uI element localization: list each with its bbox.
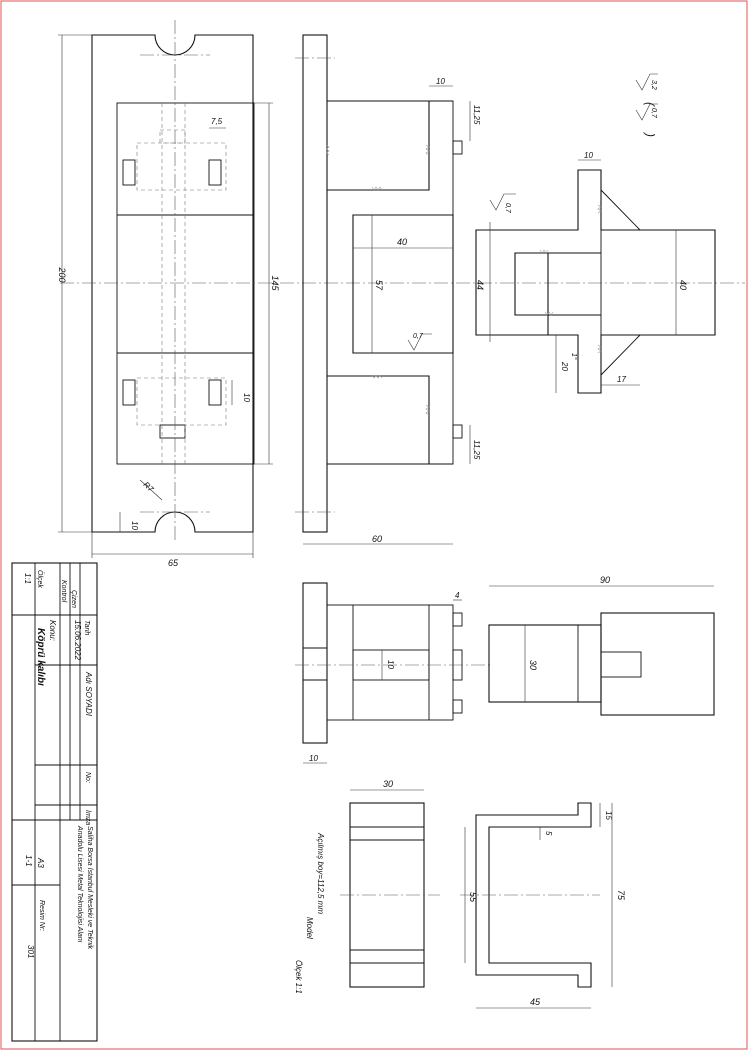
dim-20: 20 bbox=[560, 361, 569, 371]
tb-konu-value: Köprü kalıbı bbox=[35, 628, 46, 686]
dim-90: 90 bbox=[600, 575, 610, 585]
dim-10-top: 10 bbox=[436, 77, 445, 86]
dim-200: 200 bbox=[57, 266, 67, 282]
side-view: 10 11,25 11,25 40 57 0,7 60 bbox=[295, 34, 481, 545]
dim-4: 4 bbox=[455, 591, 460, 600]
dim-30-bottom: 30 bbox=[383, 779, 393, 789]
dim-145: 145 bbox=[270, 275, 280, 291]
roughness-paren: ( bbox=[643, 102, 657, 108]
dim-5: 5 bbox=[544, 831, 553, 836]
tb-cizen: Çizen bbox=[70, 590, 77, 608]
note-model: Model bbox=[305, 917, 314, 939]
note-blank-length: Açılmış boy=112,5 mm bbox=[316, 832, 325, 914]
tb-adi: Adı SOYADI bbox=[84, 671, 93, 717]
model-view: 30 Açılmış boy=112,5 mm Model Ölçek 1:1 bbox=[294, 779, 440, 994]
roughness-0-7: 0,7 bbox=[650, 108, 657, 119]
tb-tarih: Tarih bbox=[83, 620, 90, 635]
tb-paper: A3 bbox=[36, 857, 45, 868]
dim-15: 15 bbox=[604, 811, 613, 820]
tb-olcek: Ölçek bbox=[36, 570, 44, 588]
dim-60: 60 bbox=[372, 534, 382, 544]
dim-45: 45 bbox=[530, 997, 541, 1007]
assembly-side-view: 4 10 10 bbox=[295, 582, 490, 764]
tb-school-1: Saliha Borsa İstanbul Mesleki ve Teknik bbox=[86, 826, 94, 950]
dim-40-left: 40 bbox=[397, 237, 407, 247]
dim-0-7-a: 0,7 bbox=[413, 333, 424, 340]
dim-10-flange: 10 bbox=[584, 151, 593, 160]
tb-kontrol: Kontrol bbox=[60, 580, 67, 603]
dim-57: 57 bbox=[374, 280, 384, 291]
dim-40-right: 40 bbox=[678, 280, 688, 290]
dim-75: 75 bbox=[616, 890, 626, 901]
tb-resim-value: 301 bbox=[26, 945, 35, 958]
dim-10-bottom: 10 bbox=[130, 521, 139, 530]
dim-10-base: 10 bbox=[309, 754, 318, 763]
assembly-top-view: 90 30 bbox=[488, 575, 715, 716]
dim-10-side: 10 bbox=[242, 393, 251, 402]
dim-17: 17 bbox=[617, 375, 626, 384]
dim-10-mid: 10 bbox=[386, 660, 395, 669]
tb-resim-no: Resim Nr: bbox=[38, 900, 45, 931]
bent-profile-view: 5 15 55 75 45 bbox=[460, 802, 626, 1009]
tb-no: No: bbox=[84, 772, 91, 783]
note-scale: Ölçek 1:1 bbox=[294, 960, 303, 994]
dim-7-5: 7,5 bbox=[211, 117, 223, 126]
title-block: Çizen Kontrol Ölçek 1:1 Tarih 15.06.2022… bbox=[11, 562, 98, 1042]
roughness-paren-close: ) bbox=[643, 131, 657, 137]
tb-sheet: 1-1 bbox=[24, 855, 33, 867]
punch-holder-view: 10 0,7 44 40 20 1° 17 3,2 ( 0,7 ) bbox=[475, 73, 716, 394]
dim-44: 44 bbox=[475, 280, 485, 290]
dim-11-25-bottom: 11,25 bbox=[472, 440, 481, 460]
tb-konu: Konu: bbox=[48, 620, 57, 641]
tb-tarih-value: 15.06.2022 bbox=[73, 620, 82, 661]
dim-0-7-b: 0,7 bbox=[504, 203, 511, 214]
dim-55: 55 bbox=[468, 892, 478, 903]
top-view: 200 145 65 7,5 10 R7 10 bbox=[57, 20, 745, 568]
roughness-3-2: 3,2 bbox=[650, 80, 657, 90]
dim-11-25-top: 11,25 bbox=[472, 105, 481, 125]
tb-imza: İmza bbox=[84, 810, 92, 825]
dim-1-deg: 1° bbox=[570, 353, 578, 360]
dim-30-mid: 30 bbox=[528, 660, 538, 670]
tb-school-2: Anadolu Lisesi Metal Teknolojisi Alanı bbox=[76, 825, 83, 943]
tb-olcek-value: 1:1 bbox=[23, 573, 32, 584]
dim-65: 65 bbox=[168, 558, 179, 568]
